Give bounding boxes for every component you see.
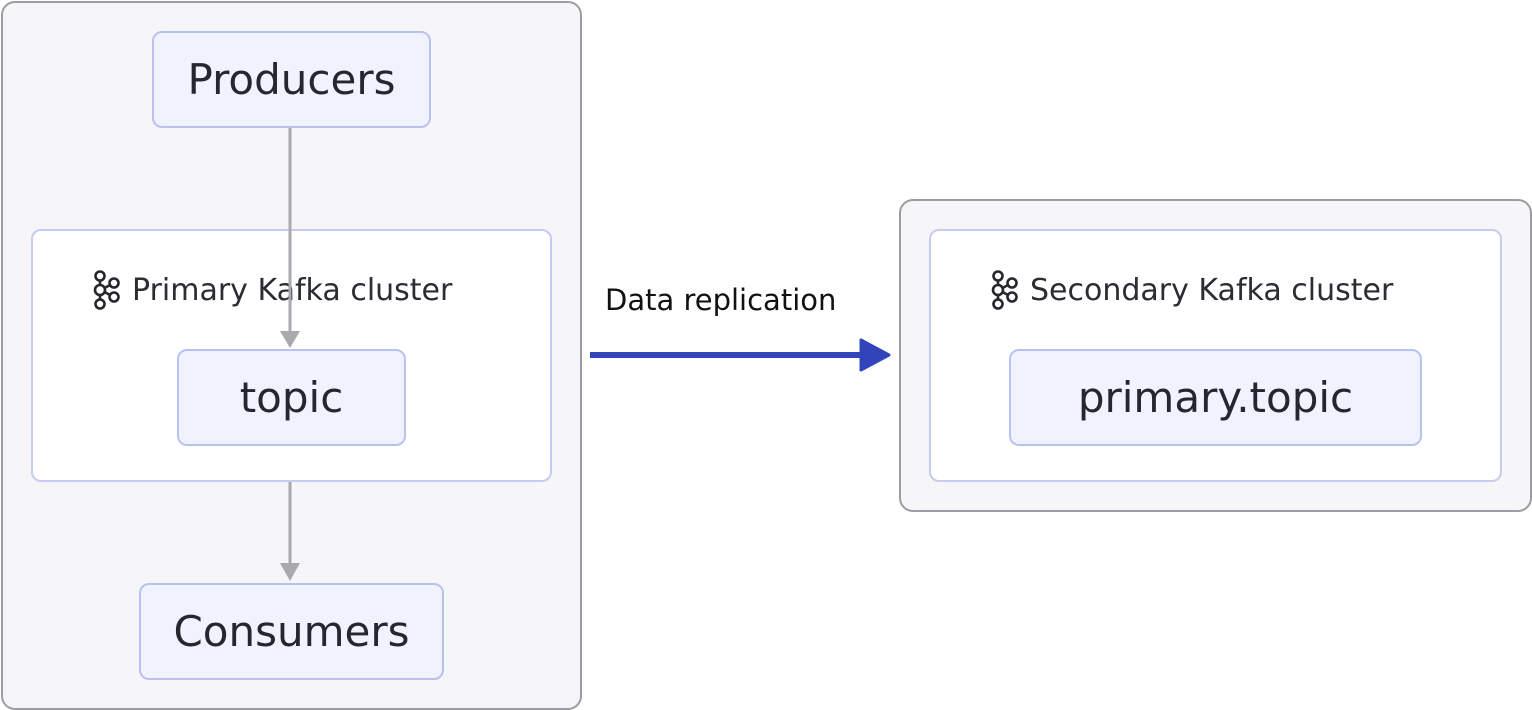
- consumers-node[interactable]: Consumers: [139, 583, 444, 680]
- secondary-cluster-title: Secondary Kafka cluster: [1030, 272, 1394, 308]
- cluster-to-consumers-arrow: [280, 482, 300, 581]
- secondary-cluster-label: Secondary Kafka cluster: [990, 270, 1393, 310]
- producers-to-topic-arrow: [280, 128, 300, 348]
- topic-node[interactable]: topic: [177, 349, 406, 446]
- primary-topic-node[interactable]: primary.topic: [1009, 349, 1422, 446]
- kafka-icon: [93, 270, 120, 310]
- replication-arrow: [590, 338, 891, 372]
- primary-cluster-label: Primary Kafka cluster: [92, 270, 452, 310]
- primary-cluster-title: Primary Kafka cluster: [132, 272, 453, 308]
- replication-label: Data replication: [605, 283, 837, 317]
- producers-node[interactable]: Producers: [152, 31, 431, 128]
- kafka-icon: [991, 270, 1018, 310]
